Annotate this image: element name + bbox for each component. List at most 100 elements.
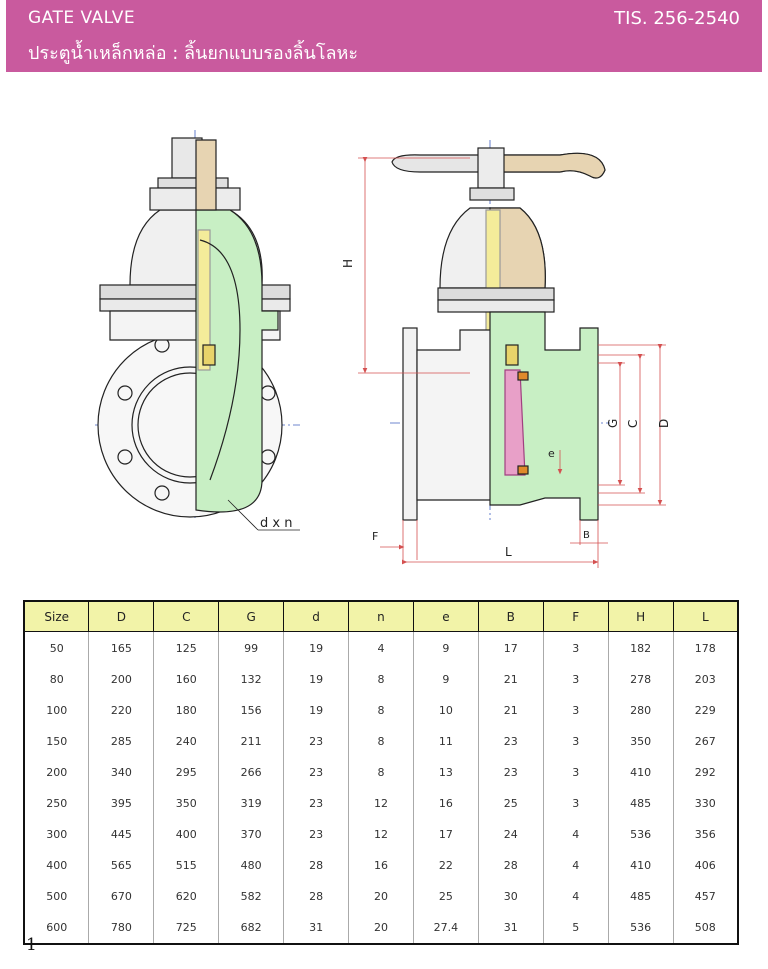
table-cell: 229 — [672, 695, 739, 726]
table-cell: 725 — [153, 912, 220, 944]
table-cell: 23 — [283, 726, 350, 757]
gate-valve-technical-drawing: d x n — [95, 130, 671, 568]
table-cell: 457 — [672, 881, 739, 912]
table-cell: 240 — [153, 726, 220, 757]
table-cell: 17 — [477, 631, 544, 664]
table-cell: 340 — [88, 757, 155, 788]
table-cell: 670 — [88, 881, 155, 912]
dim-label-F: F — [372, 530, 378, 543]
column-header: D — [88, 600, 155, 632]
table-cell: 582 — [218, 881, 285, 912]
table-cell: 156 — [218, 695, 285, 726]
table-cell: 30 — [477, 881, 544, 912]
dim-label-C: C — [626, 420, 640, 428]
table-cell: 485 — [607, 788, 674, 819]
dimension-lines — [358, 156, 666, 568]
dxn-label: d x n — [260, 516, 292, 531]
table-cell: 19 — [283, 695, 350, 726]
table-cell: 3 — [542, 695, 609, 726]
dim-label-e: e — [548, 447, 555, 460]
table-cell: 3 — [542, 631, 609, 664]
table-cell: 285 — [88, 726, 155, 757]
table-cell: 508 — [672, 912, 739, 944]
table-cell: 410 — [607, 850, 674, 881]
table-cell: 5 — [542, 912, 609, 944]
table-cell: 23 — [283, 819, 350, 850]
table-cell: 3 — [542, 788, 609, 819]
table-cell: 23 — [477, 757, 544, 788]
page-number: 1 — [26, 935, 37, 955]
table-cell: 3 — [542, 664, 609, 695]
table-cell: 280 — [607, 695, 674, 726]
column-header: L — [672, 600, 739, 632]
table-cell: 500 — [23, 881, 90, 912]
table-cell: 370 — [218, 819, 285, 850]
table-cell: 19 — [283, 664, 350, 695]
table-cell: 28 — [283, 850, 350, 881]
side-view — [390, 140, 610, 521]
table-cell: 13 — [412, 757, 479, 788]
page-header: GATE VALVE ประตูน้ำเหล็กหล่อ : ลิ้นยกแบบ… — [6, 0, 762, 72]
table-cell: 356 — [672, 819, 739, 850]
dim-label-L: L — [505, 545, 512, 559]
table-cell: 31 — [477, 912, 544, 944]
table-cell: 23 — [283, 757, 350, 788]
column-header: B — [477, 600, 544, 632]
column-header: Size — [23, 600, 90, 632]
table-cell: 25 — [412, 881, 479, 912]
table-cell: 27.4 — [412, 912, 479, 944]
table-cell: 9 — [412, 631, 479, 664]
table-cell: 485 — [607, 881, 674, 912]
table-cell: 4 — [348, 631, 414, 664]
table-cell: 350 — [153, 788, 220, 819]
column-header: e — [412, 600, 479, 632]
dim-label-B: B — [583, 530, 590, 541]
table-cell: 100 — [23, 695, 90, 726]
table-cell: 21 — [477, 695, 544, 726]
table-cell: 410 — [607, 757, 674, 788]
table-cell: 536 — [607, 819, 674, 850]
table-cell: 19 — [283, 631, 350, 664]
table-cell: 28 — [283, 881, 350, 912]
dim-label-G: G — [606, 419, 620, 428]
table-cell: 200 — [88, 664, 155, 695]
table-cell: 12 — [348, 819, 414, 850]
table-cell: 319 — [218, 788, 285, 819]
product-title: GATE VALVE — [28, 8, 136, 28]
table-cell: 99 — [218, 631, 285, 664]
column-header: H — [607, 600, 674, 632]
table-cell: 9 — [412, 664, 479, 695]
dim-label-H: H — [341, 259, 355, 268]
table-cell: 17 — [412, 819, 479, 850]
table-cell: 565 — [88, 850, 155, 881]
product-subtitle-thai: ประตูน้ำเหล็กหล่อ : ลิ้นยกแบบรองลิ้นโลหะ — [28, 43, 359, 64]
table-cell: 4 — [542, 819, 609, 850]
table-cell: 8 — [348, 757, 414, 788]
table-cell: 445 — [88, 819, 155, 850]
table-cell: 295 — [153, 757, 220, 788]
table-cell: 178 — [672, 631, 739, 664]
dim-label-D: D — [657, 419, 671, 428]
table-cell: 16 — [412, 788, 479, 819]
table-cell: 292 — [672, 757, 739, 788]
column-header: G — [218, 600, 285, 632]
table-cell: 24 — [477, 819, 544, 850]
table-cell: 182 — [607, 631, 674, 664]
table-cell: 20 — [348, 912, 414, 944]
table-cell: 165 — [88, 631, 155, 664]
table-cell: 20 — [348, 881, 414, 912]
table-cell: 600 — [23, 912, 90, 944]
table-cell: 21 — [477, 664, 544, 695]
table-cell: 278 — [607, 664, 674, 695]
table-cell: 150 — [23, 726, 90, 757]
table-cell: 80 — [23, 664, 90, 695]
table-cell: 11 — [412, 726, 479, 757]
